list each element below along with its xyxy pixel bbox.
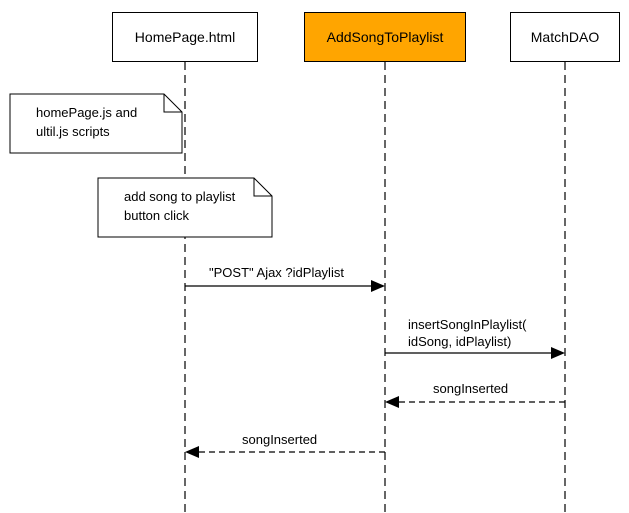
note-scripts: homePage.js and ultil.js scripts [10, 104, 182, 148]
message-post-ajax-label: "POST" Ajax ?idPlaylist [209, 265, 344, 280]
note-scripts-line2: ultil.js scripts [36, 124, 110, 139]
note-button-click-line1: add song to playlist [124, 189, 236, 204]
note-scripts-shape [9, 93, 183, 154]
note-button-click-shape [97, 177, 273, 238]
participant-addsongtoplaylist-label: AddSongToPlaylist [326, 29, 444, 45]
participant-matchdao: MatchDAO [510, 12, 620, 62]
participant-addsongtoplaylist: AddSongToPlaylist [304, 12, 466, 62]
message-insert-song-label-line2: idSong, idPlaylist) [408, 334, 512, 349]
note-button-click: add song to playlist button click [98, 188, 272, 232]
message-song-inserted-label-1: songInserted [433, 381, 509, 396]
note-button-click-line2: button click [124, 208, 190, 223]
message-insert-song-label-line1: insertSongInPlaylist( [408, 317, 527, 332]
message-song-inserted-label-2: songInserted [242, 432, 318, 447]
message-song-inserted-return-1 [385, 396, 565, 408]
participant-matchdao-label: MatchDAO [530, 29, 600, 45]
participant-homepage-label: HomePage.html [134, 29, 236, 45]
participant-homepage: HomePage.html [112, 12, 258, 62]
message-post-ajax-arrow [185, 280, 385, 292]
message-song-inserted-return-2 [185, 446, 385, 458]
message-insert-song-arrow [385, 347, 565, 359]
note-scripts-line1: homePage.js and [36, 105, 138, 120]
